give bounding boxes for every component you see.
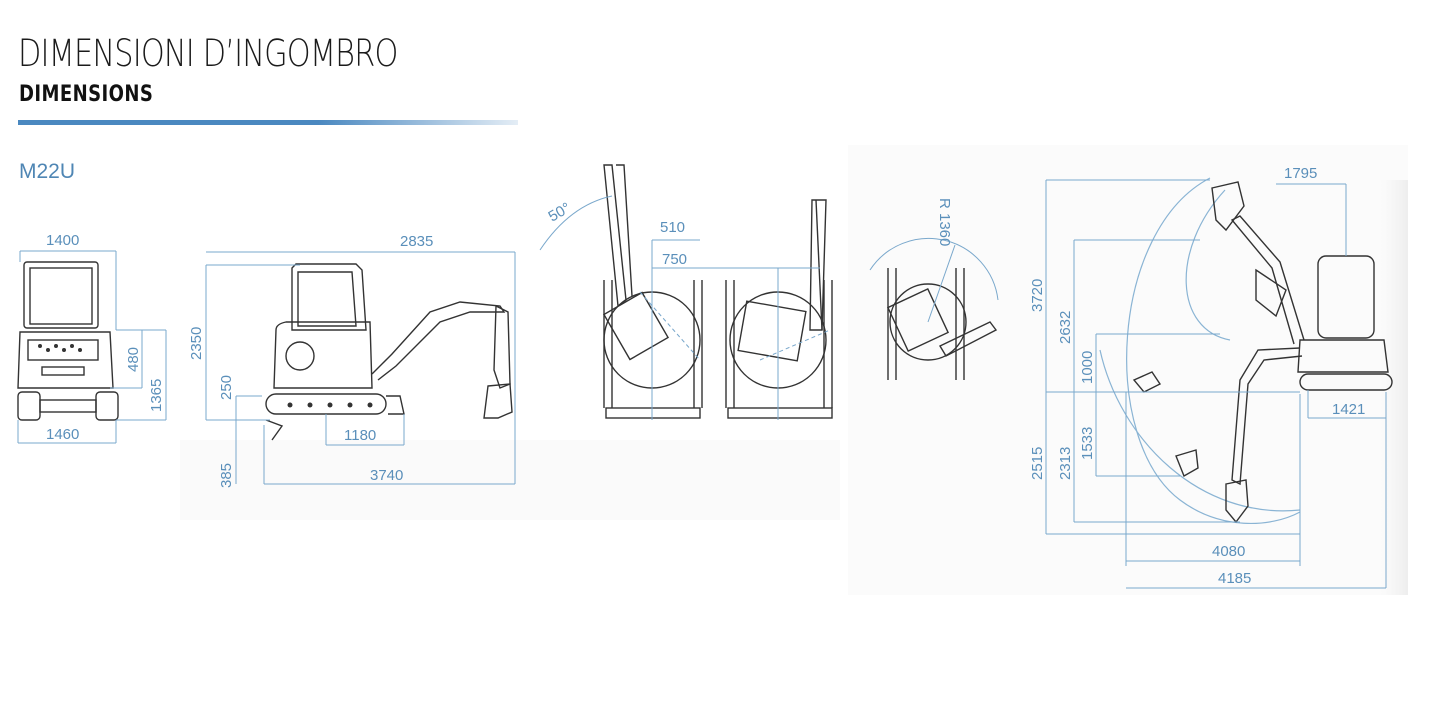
dim-reach-1000: 1000 — [1079, 351, 1096, 384]
dim-reach-3720: 3720 — [1029, 279, 1046, 312]
dim-front-1400: 1400 — [46, 232, 79, 249]
dim-reach-1795: 1795 — [1284, 165, 1317, 182]
dim-swing-510: 510 — [660, 219, 685, 236]
background-fade — [1380, 180, 1408, 595]
dim-side-250: 250 — [218, 375, 235, 400]
dim-front-1460: 1460 — [46, 426, 79, 443]
dim-side-1180: 1180 — [344, 427, 376, 444]
dim-front-1365: 1365 — [148, 379, 165, 412]
dim-reach-2515: 2515 — [1029, 447, 1046, 480]
reach-view: 1795 3720 2632 1000 1533 2515 2313 1421 … — [1029, 165, 1393, 589]
title-underline — [18, 120, 518, 125]
dim-side-2835: 2835 — [400, 233, 433, 250]
side-view: 2835 2350 250 385 1180 3740 — [188, 233, 516, 488]
dim-side-385: 385 — [218, 463, 235, 488]
dim-front-480: 480 — [125, 347, 142, 372]
dim-swing-angle: 50° — [546, 199, 574, 225]
background-panel-reach — [848, 145, 1408, 595]
dim-reach-1533: 1533 — [1079, 427, 1096, 460]
background-panel-side — [180, 440, 840, 520]
model-label: M22U — [19, 160, 76, 183]
dim-reach-2313: 2313 — [1057, 447, 1074, 480]
dim-side-3740: 3740 — [370, 467, 403, 484]
front-view: 1400 1460 480 1365 — [17, 232, 167, 444]
dim-swing-750: 750 — [662, 251, 687, 268]
dim-reach-4185: 4185 — [1218, 570, 1251, 587]
dim-tail-radius: R 1360 — [936, 198, 953, 246]
tail-radius-view: R 1360 — [869, 198, 999, 380]
page-title: DIMENSIONI D’INGOMBRO — [18, 32, 398, 75]
swing-view: 50° 510 750 — [539, 164, 833, 420]
dim-reach-2632: 2632 — [1057, 311, 1074, 344]
dim-reach-4080: 4080 — [1212, 543, 1245, 560]
dim-reach-1421: 1421 — [1332, 401, 1365, 418]
page-subtitle: DIMENSIONS — [19, 82, 154, 107]
dim-side-2350: 2350 — [188, 327, 205, 360]
